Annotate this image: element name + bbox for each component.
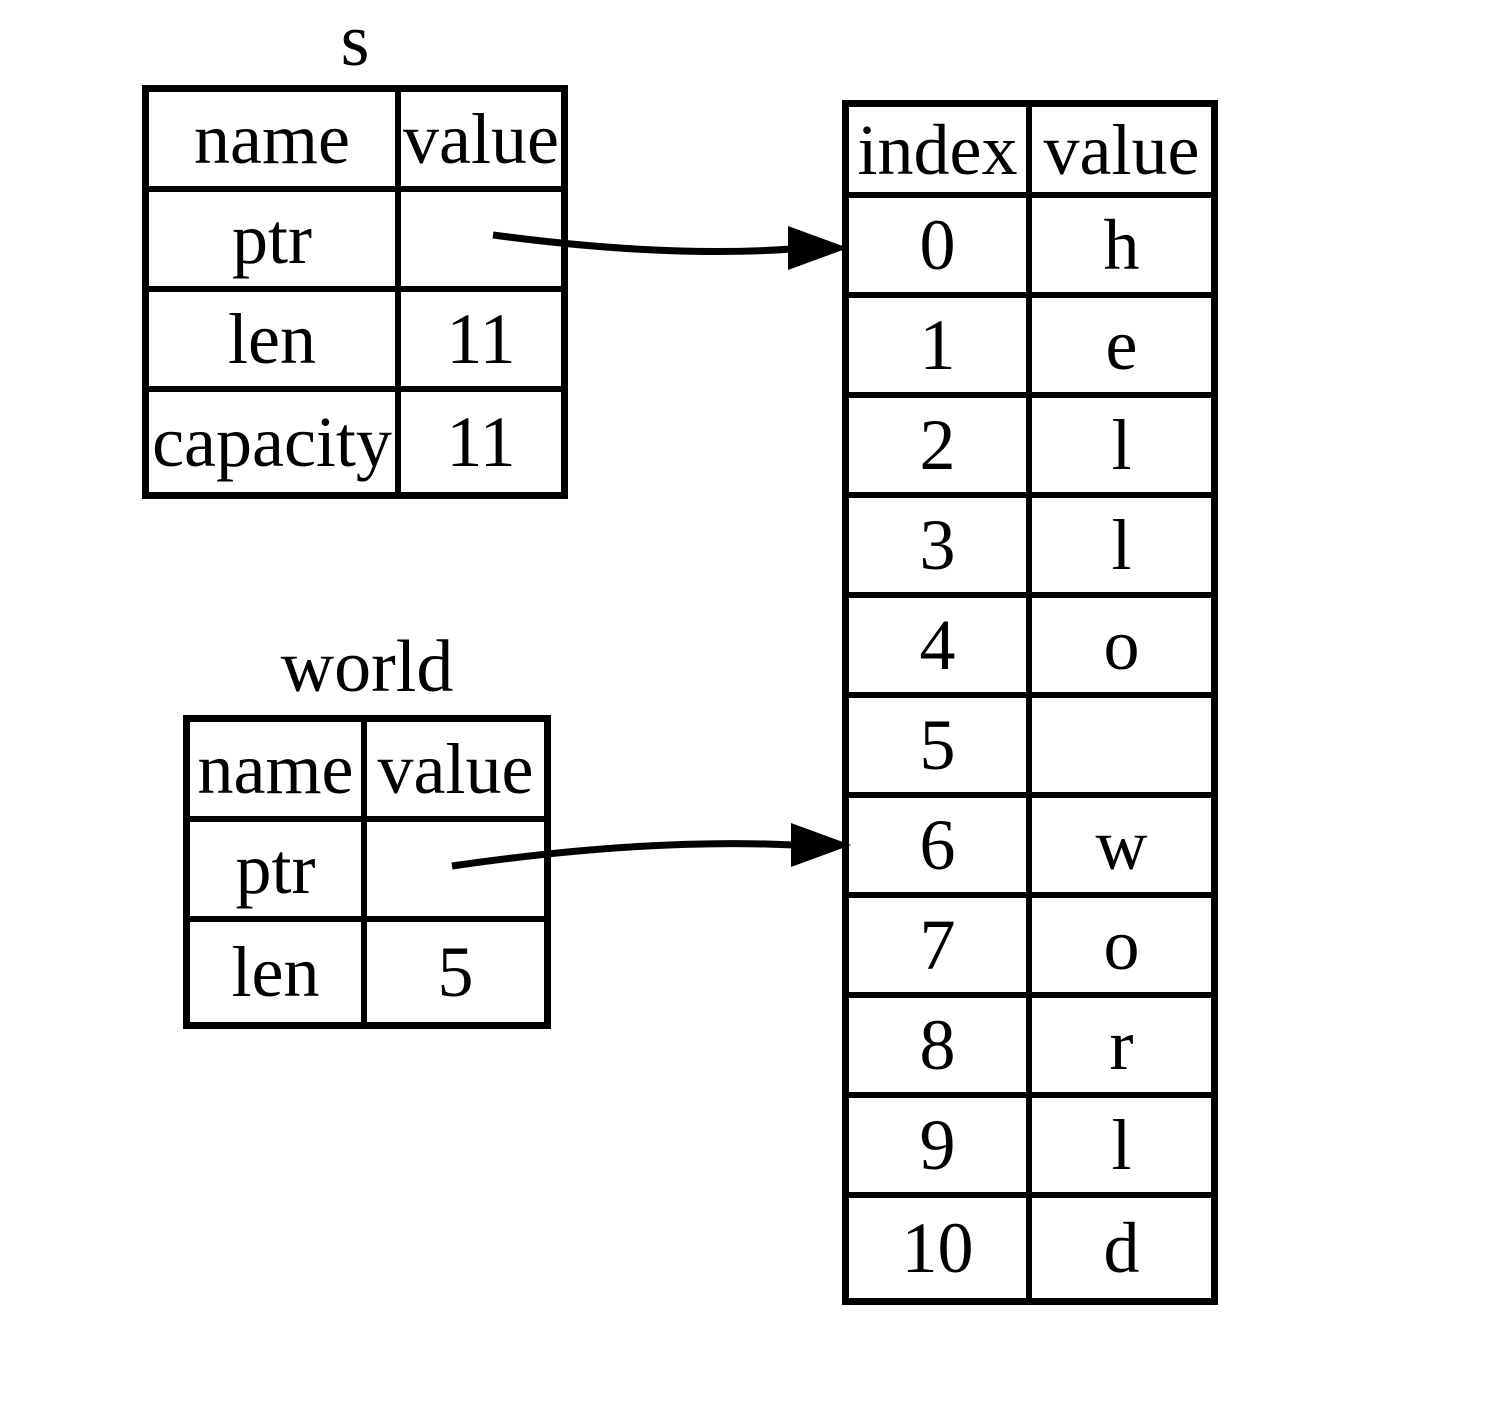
cell-name: len — [190, 922, 367, 1022]
heap-string-table: index value 0 h 1 e 2 l 3 l 4 o 5 6 w — [842, 100, 1218, 1305]
cell-index: 9 — [849, 1098, 1032, 1198]
cell-value: l — [1032, 1098, 1211, 1198]
cell-value: l — [1032, 398, 1211, 498]
header-cell-value: value — [401, 92, 561, 192]
cell-name: ptr — [190, 822, 367, 922]
cell-index: 2 — [849, 398, 1032, 498]
cell-value: h — [1032, 198, 1211, 298]
cell-value: o — [1032, 898, 1211, 998]
cell-index: 10 — [849, 1198, 1032, 1298]
cell-index: 5 — [849, 698, 1032, 798]
world-slice-table: name value ptr len 5 — [183, 715, 551, 1029]
s-table-title: s — [340, 0, 370, 82]
cell-value: d — [1103, 1208, 1140, 1288]
cell-name: ptr — [149, 192, 401, 292]
cell-name: capacity — [149, 392, 401, 492]
cell-value: l — [1032, 498, 1211, 598]
cell-value: w — [1032, 798, 1211, 898]
world-table-title: world — [280, 626, 454, 708]
cell-value: o — [1032, 598, 1211, 698]
cell-index: 6 — [849, 798, 1032, 898]
s-struct-table: name value ptr len 11 capacity 11 — [142, 85, 568, 499]
cell-value — [1032, 698, 1211, 798]
cell-name: len — [149, 292, 401, 392]
cell-index: 1 — [849, 298, 1032, 398]
cell-value — [401, 192, 561, 292]
cell-index: 3 — [849, 498, 1032, 598]
cell-value: 5 — [437, 932, 474, 1012]
cell-value: r — [1032, 998, 1211, 1098]
cell-value: e — [1032, 298, 1211, 398]
header-cell-name: name — [149, 92, 401, 192]
cell-value: 11 — [401, 292, 561, 392]
cell-index: 0 — [849, 198, 1032, 298]
cell-index: 8 — [849, 998, 1032, 1098]
cell-value — [367, 822, 544, 922]
header-cell-value: value — [1032, 107, 1211, 198]
header-cell-value: value — [367, 722, 544, 822]
cell-index: 4 — [849, 598, 1032, 698]
header-cell-name: name — [190, 722, 367, 822]
cell-value: 11 — [446, 402, 516, 482]
header-cell-index: index — [849, 107, 1032, 198]
cell-index: 7 — [849, 898, 1032, 998]
